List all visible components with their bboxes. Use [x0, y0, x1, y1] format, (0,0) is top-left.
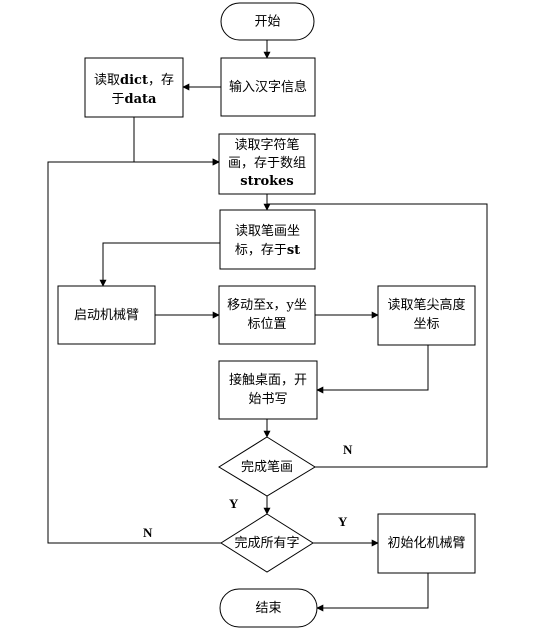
svg-text:结束: 结束 — [255, 601, 281, 616]
edge-stroke-done-no-loop — [267, 203, 488, 468]
node-read-pen-height: 读取笔尖高度 坐标 — [377, 285, 476, 346]
label-all-chars-yes: Y — [338, 514, 348, 529]
svg-text:于data: 于data — [112, 92, 158, 107]
node-init-arm: 初始化机械臂 — [377, 513, 476, 574]
svg-text:标位置: 标位置 — [247, 317, 286, 332]
svg-text:读取字符笔: 读取字符笔 — [234, 137, 299, 153]
svg-text:strokes: strokes — [240, 174, 293, 189]
svg-text:读取笔画坐: 读取笔画坐 — [235, 223, 300, 239]
node-start-text: 开始 — [254, 14, 280, 29]
node-read-dict: 读取dict，存 于data — [84, 57, 184, 118]
node-move-xy: 移动至x，y坐 标位置 — [218, 285, 316, 345]
svg-text:完成所有字: 完成所有字 — [234, 536, 299, 551]
svg-text:读取dict，存: 读取dict，存 — [94, 73, 174, 88]
svg-text:输入汉字信息: 输入汉字信息 — [229, 79, 307, 95]
edges — [47, 40, 488, 612]
node-input-hanzi-text: 输入汉字信息 — [229, 79, 307, 95]
label-stroke-done-no: N — [343, 442, 353, 457]
svg-text:接触桌面，开: 接触桌面，开 — [229, 372, 307, 388]
label-all-chars-no: N — [143, 525, 153, 540]
svg-text:始书写: 始书写 — [248, 392, 287, 407]
node-end: 结束 — [219, 588, 318, 628]
svg-text:完成笔画: 完成笔画 — [241, 459, 293, 475]
node-input-hanzi: 输入汉字信息 — [220, 57, 316, 117]
svg-text:开始: 开始 — [254, 14, 280, 29]
node-start-arm: 启动机械臂 — [57, 285, 156, 345]
svg-text:画，存于数组: 画，存于数组 — [228, 156, 306, 171]
svg-text:坐标: 坐标 — [413, 317, 439, 332]
node-all-chars-decision: 完成所有字 — [220, 513, 314, 573]
edge-read-coords-to-start-arm — [99, 242, 220, 287]
svg-text:启动机械臂: 启动机械臂 — [74, 308, 139, 323]
edge-init-arm-to-end — [316, 573, 429, 612]
label-stroke-done-yes: Y — [229, 496, 239, 511]
edge-pen-height-to-touch-desk — [316, 345, 429, 394]
edge-all-chars-no-loop — [47, 158, 221, 544]
node-read-stroke-coords: 读取笔画坐 标，存于st — [219, 209, 316, 270]
node-start: 开始 — [220, 2, 315, 41]
svg-text:读取笔尖高度: 读取笔尖高度 — [387, 297, 465, 313]
svg-text:标，存于st: 标，存于st — [235, 243, 300, 258]
svg-text:移动至x，y坐: 移动至x，y坐 — [227, 298, 307, 313]
svg-text:初始化机械臂: 初始化机械臂 — [387, 536, 465, 551]
node-read-strokes: 读取字符笔 画，存于数组 strokes — [218, 133, 316, 195]
node-touch-desk: 接触桌面，开 始书写 — [218, 360, 318, 420]
edge-read-dict-to-read-strokes — [133, 117, 220, 166]
node-stroke-done-decision: 完成笔画 — [218, 436, 316, 497]
